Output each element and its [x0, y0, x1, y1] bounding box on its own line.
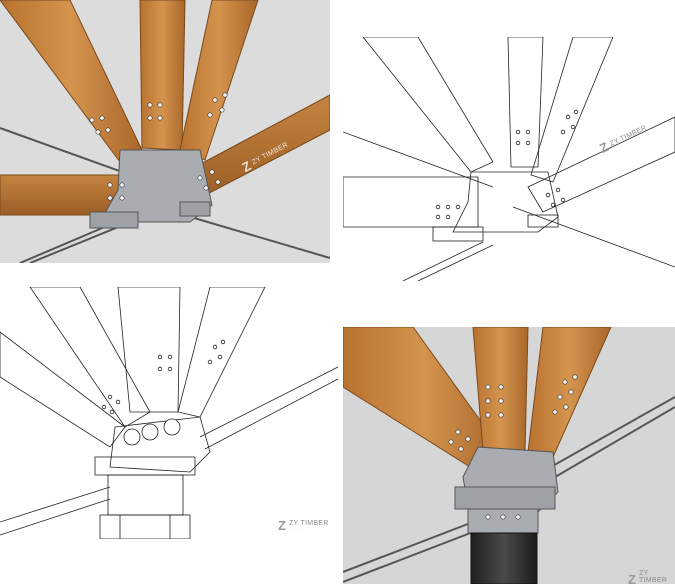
- brand-logo: Z ZY TIMBER · · · ·: [628, 570, 675, 584]
- brand-mark-icon: Z: [628, 572, 636, 584]
- brand-mark-icon: Z: [278, 518, 286, 533]
- tie-rod: [343, 521, 474, 573]
- rendered-joint-panel-bottom-right: Z ZY TIMBER · · · ·: [343, 327, 675, 584]
- timber-joint-line-drawing: [343, 37, 675, 281]
- bolt-holes: [448, 374, 578, 520]
- tie-rod: [343, 531, 474, 583]
- diagonal-beam: [0, 0, 143, 163]
- brand-subtitle: · · · ·: [288, 526, 305, 532]
- joint-with-column-line-drawing: [0, 287, 338, 539]
- line-drawing-panel-top-right: Z ZY TIMBER: [343, 37, 675, 281]
- rendered-joint-panel-top-left: Z ZY TIMBER: [0, 0, 330, 263]
- tie-rod: [537, 406, 675, 488]
- bolt-holes: [101, 339, 226, 446]
- base-plate: [89, 211, 139, 229]
- bolt-holes: [435, 109, 579, 220]
- brand-name: ZY TIMBER: [638, 570, 668, 584]
- line-drawing-panel-bottom-left: Z ZY TIMBER · · · ·: [0, 287, 338, 539]
- steel-column: [470, 532, 538, 584]
- diagonal-beam: [179, 0, 259, 161]
- brand-logo: Z ZY TIMBER · · · ·: [278, 519, 329, 532]
- brand-name: ZY TIMBER: [288, 519, 329, 527]
- cap-plate: [454, 486, 556, 510]
- vertical-beam: [472, 327, 529, 453]
- tie-rod: [532, 396, 675, 478]
- timber-joint-with-column-render: [343, 327, 675, 584]
- base-plate: [179, 201, 211, 217]
- timber-joint-render: [0, 0, 330, 263]
- column-bracket: [467, 508, 539, 534]
- bolt-holes: [89, 92, 228, 201]
- vertical-beam: [139, 0, 186, 151]
